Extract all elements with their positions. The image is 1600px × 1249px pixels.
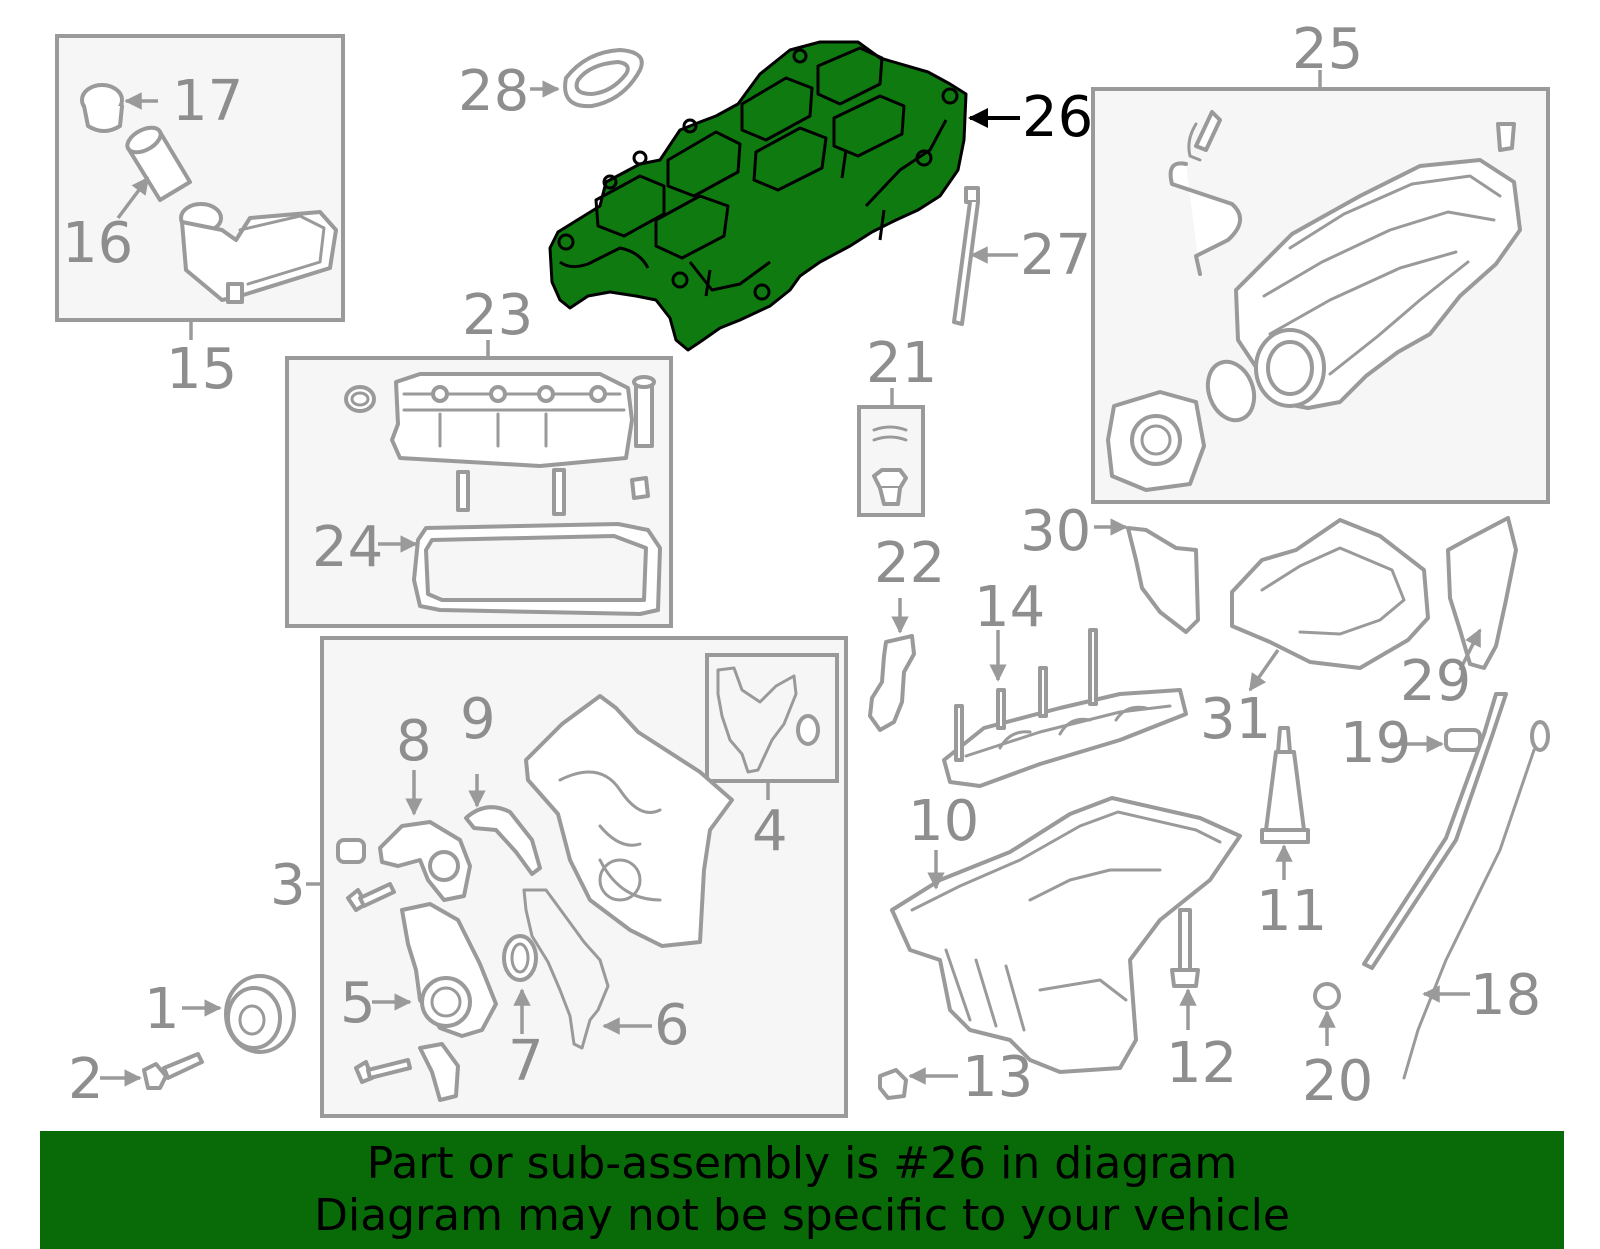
callout-2: 2 (68, 1047, 104, 1112)
callout-15: 15 (166, 337, 237, 402)
callout-4: 4 (752, 799, 788, 864)
water-outlet-8 (336, 820, 472, 902)
callout-1: 1 (144, 977, 180, 1042)
callout-20: 20 (1302, 1049, 1373, 1114)
callout-31: 31 (1200, 687, 1271, 752)
tensioner-arm-9 (464, 805, 542, 876)
banner-line-1: Part or sub-assembly is #26 in diagram (366, 1138, 1238, 1189)
upper-intake-manifold-25 (1106, 110, 1522, 492)
bolt-12 (1170, 908, 1200, 988)
timing-cover (524, 694, 734, 948)
callout-9: 9 (460, 687, 496, 752)
group-box-4 (705, 653, 839, 783)
bracket-30 (1126, 526, 1200, 634)
bolt-3b (354, 1058, 412, 1084)
tube-22 (868, 634, 916, 732)
valve-cover-gasket-24 (412, 522, 662, 616)
pulley-1 (224, 974, 296, 1054)
callout-25: 25 (1292, 17, 1363, 82)
callout-10: 10 (908, 789, 979, 854)
drain-plug-13 (878, 1068, 908, 1100)
callout-21: 21 (866, 331, 937, 396)
callout-5: 5 (340, 971, 376, 1036)
callout-27: 27 (1020, 223, 1091, 288)
callout-12: 12 (1166, 1031, 1237, 1096)
callout-17: 17 (172, 69, 243, 134)
callout-6: 6 (654, 993, 690, 1058)
callout-labels: 17 16 15 28 26 27 25 21 23 24 30 22 14 3… (62, 17, 1541, 1114)
water-pump-5 (400, 902, 498, 1102)
callout-26: 26 (1022, 85, 1093, 150)
gasket-28 (563, 48, 644, 109)
oil-filter-cap-17 (80, 83, 124, 133)
callout-7: 7 (508, 1029, 544, 1094)
bolt-3a (346, 882, 396, 912)
callout-11: 11 (1256, 879, 1327, 944)
info-banner: Part or sub-assembly is #26 in diagram D… (40, 1131, 1564, 1249)
sealant-tube-11 (1260, 726, 1310, 844)
callout-8: 8 (396, 709, 432, 774)
oil-filler-cap-21 (872, 425, 908, 506)
oil-filter-16 (125, 125, 192, 202)
valve-cover-23 (344, 372, 656, 516)
gasket-4 (716, 666, 798, 774)
callout-19: 19 (1340, 711, 1411, 776)
callout-23: 23 (462, 283, 533, 348)
callout-14: 14 (974, 575, 1045, 640)
bolt-2 (142, 1052, 204, 1090)
callout-29: 29 (1400, 649, 1471, 714)
banner-line-2: Diagram may not be specific to your vehi… (314, 1190, 1290, 1241)
dipstick-tube-19 (1362, 692, 1508, 970)
callout-22: 22 (874, 531, 945, 596)
bolt-27 (952, 186, 980, 326)
gasket-6 (522, 888, 610, 1050)
oil-pan-10 (890, 796, 1242, 1074)
callout-13: 13 (962, 1045, 1033, 1110)
callout-18: 18 (1470, 963, 1541, 1028)
callout-30: 30 (1020, 499, 1091, 564)
callout-28: 28 (458, 59, 529, 124)
o-ring-20 (1313, 982, 1341, 1010)
leader-lines (100, 70, 1482, 1087)
seal-4 (796, 714, 820, 746)
bedplate-14 (942, 628, 1188, 788)
heat-shield-31 (1230, 518, 1430, 670)
seal-7 (502, 934, 538, 982)
oil-filter-housing-15 (179, 202, 338, 304)
cover-29 (1446, 516, 1518, 670)
callout-24: 24 (312, 515, 383, 580)
intake-manifold-26 (548, 40, 968, 352)
callout-3: 3 (270, 853, 306, 918)
callout-16: 16 (62, 211, 133, 276)
dipstick-18 (1402, 720, 1550, 1080)
